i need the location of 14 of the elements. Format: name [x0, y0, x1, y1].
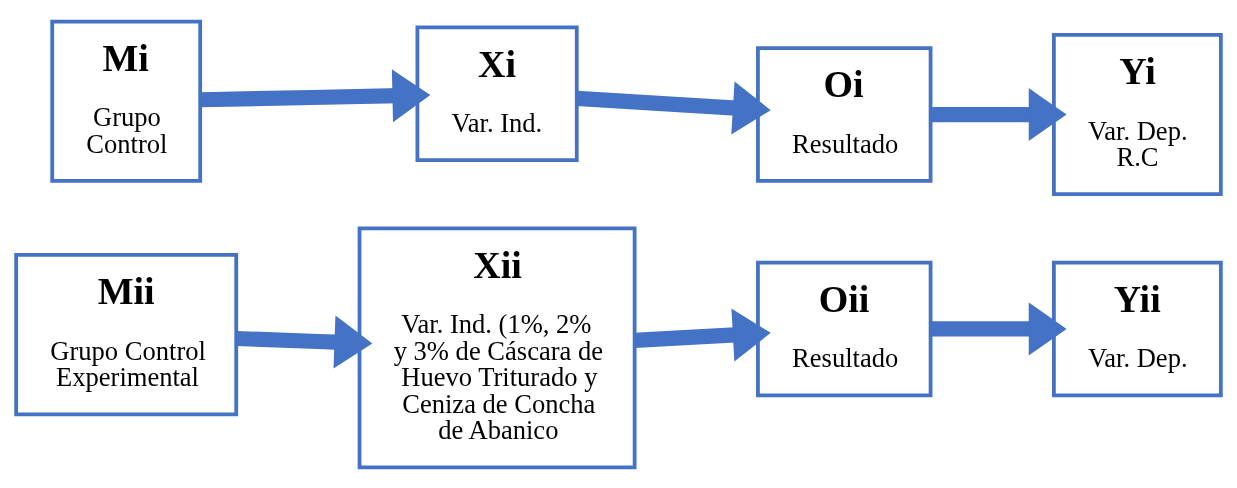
node-box: Yi Var. Dep. R.C [1052, 32, 1223, 196]
node-box: Xii Var. Ind. (1%, 2% y 3% de Cáscara de Huevo Triturado y Ceniza de Concha de Abanico [357, 225, 637, 469]
node-box: Yii Var. Dep. [1052, 260, 1223, 397]
node-box: Oi Resultado [756, 45, 933, 183]
node-box: Oii Resultado [756, 260, 933, 397]
arrow [634, 308, 771, 361]
node-box: Mi Grupo Control [50, 19, 203, 183]
arrow [200, 68, 431, 122]
arrow [235, 315, 373, 369]
arrow [576, 80, 771, 134]
node-box: Mii Grupo Control Experimental [14, 252, 239, 416]
arrow [930, 301, 1067, 355]
arrow [930, 87, 1067, 141]
node-box: Xi Var. Ind. [415, 24, 579, 162]
